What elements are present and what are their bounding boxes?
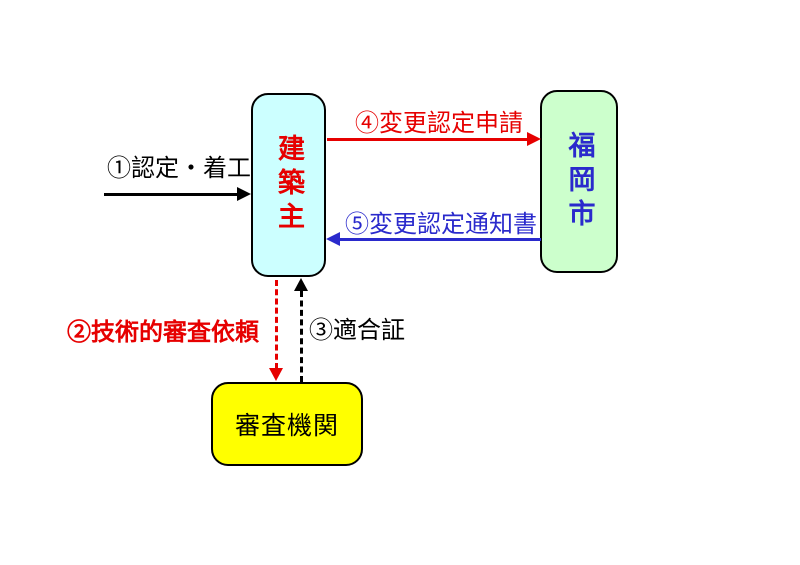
conformity-certificate-arrow-line	[300, 291, 303, 382]
agency-box: 審査機関	[211, 382, 363, 466]
certification-start-label: ①認定・着工	[107, 155, 251, 182]
conformity-certificate-label: ③適合証	[309, 317, 405, 344]
change-approval-notice-arrow-line	[339, 238, 541, 241]
builder-box: 建築主	[251, 93, 326, 277]
technical-review-request-arrowhead-icon	[269, 368, 283, 381]
change-approval-notice-arrowhead-icon	[326, 232, 340, 246]
city-box-label: 福岡市	[564, 130, 595, 233]
builder-box-label: 建築主	[274, 134, 304, 236]
technical-review-request-label: ②技術的審査依頼	[67, 319, 259, 346]
change-approval-application-label: ④変更認定申請	[355, 110, 523, 137]
agency-box-label: 審査機関	[234, 412, 339, 440]
city-box: 福岡市	[540, 90, 618, 273]
certification-start-arrow-line	[104, 193, 238, 196]
certification-start-arrowhead-icon	[237, 187, 251, 201]
change-approval-notice-label: ⑤変更認定通知書	[345, 211, 537, 238]
change-approval-application-arrow-line	[327, 138, 528, 141]
technical-review-request-arrow-line	[275, 280, 278, 369]
change-approval-application-arrowhead-icon	[527, 132, 541, 146]
conformity-certificate-arrowhead-icon	[294, 278, 308, 291]
